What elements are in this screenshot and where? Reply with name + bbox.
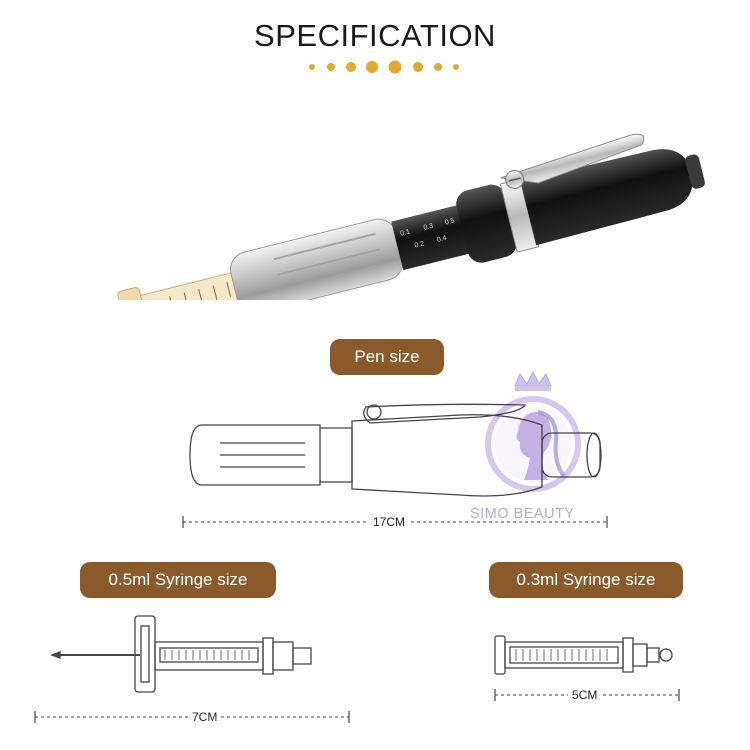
hyaluron-pen-photo: 0.1 0.2 0.3 0.4 0.5: [117, 133, 705, 300]
syringe-03ml-drawing: [494, 635, 673, 675]
svg-text:0.4: 0.4: [436, 235, 447, 244]
svg-text:0.1: 0.1: [400, 228, 411, 237]
syringe-05ml-drawing: [50, 615, 312, 693]
decorative-dots: [309, 60, 459, 74]
pen-size-label: Pen size: [330, 339, 444, 375]
syringe-03ml-size-label: 0.3ml Syringe size: [489, 562, 683, 598]
syringe-05ml-size-label: 0.5ml Syringe size: [80, 562, 276, 598]
page-title: SPECIFICATION: [254, 18, 496, 53]
svg-text:0.2: 0.2: [414, 240, 425, 249]
svg-text:0.3: 0.3: [423, 223, 434, 232]
pen-outline-drawing: [189, 403, 602, 497]
brand-watermark-text: SIMO BEAUTY: [470, 506, 575, 522]
pen-length-label: 17CM: [369, 515, 410, 529]
svg-text:0.5: 0.5: [444, 217, 455, 226]
syringe-03ml-length-label: 5CM: [568, 688, 602, 702]
syringe-05ml-length-label: 7CM: [188, 710, 222, 724]
